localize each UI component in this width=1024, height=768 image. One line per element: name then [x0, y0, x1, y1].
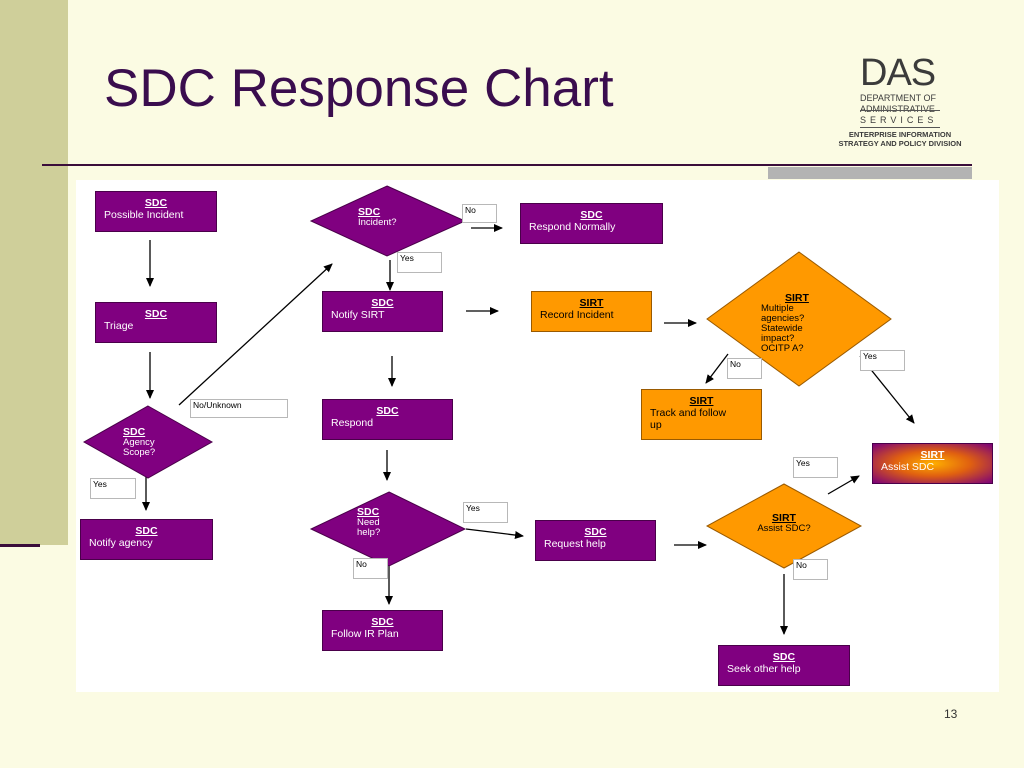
node-request-help-text: Request help — [544, 538, 606, 550]
node-multiple-l3: Statewide — [761, 323, 803, 334]
node-notify-sirt-head: SDC — [371, 297, 394, 309]
node-track-follow-head: SIRT — [689, 395, 714, 407]
flowchart-connectors — [82, 185, 915, 635]
das-logo: DAS DEPARTMENT OF ADMINISTRATIVE SERVICE… — [826, 52, 976, 152]
logo-das: DAS — [860, 52, 936, 94]
node-follow-ir-plan-head: SDC — [371, 616, 394, 628]
node-assist-sdc: SIRT Assist SDC — [872, 443, 993, 484]
logo-division-line1: ENTERPRISE INFORMATION — [848, 130, 952, 139]
diamond-multiple — [706, 251, 892, 387]
node-agency-scope-line1: Agency — [123, 437, 155, 448]
node-respond-text: Respond — [331, 417, 374, 429]
node-need-help-line1: Need — [357, 517, 380, 528]
label-need-help-yes: Yes — [463, 502, 508, 523]
node-notify-agency-head: SDC — [135, 525, 158, 537]
node-respond-head: SDC — [376, 405, 399, 417]
diamond-incident — [309, 185, 467, 257]
node-request-help-head: SDC — [584, 526, 607, 538]
label-incident-no: No — [462, 204, 497, 223]
label-multiple-yes: Yes — [860, 350, 905, 371]
node-record-incident: SIRT Record Incident — [531, 291, 652, 332]
node-seek-other-help: SDC Seek other help — [718, 645, 850, 686]
page-number: 13 — [944, 707, 958, 721]
logo-dept-line2: ADMINISTRATIVE — [860, 104, 935, 114]
node-incident-head: SDC — [358, 206, 381, 218]
arrow-multiple-no — [705, 353, 729, 384]
arrow-assist-yes — [827, 475, 860, 495]
node-track-follow-l2: up — [650, 419, 662, 431]
node-agency-scope-head: SDC — [123, 426, 146, 438]
node-track-follow-l1: Track and follow — [650, 407, 727, 419]
diamond-agency-scope — [82, 405, 214, 479]
node-assist-sdc-head: SIRT — [920, 449, 945, 461]
node-triage-text: Triage — [104, 320, 134, 332]
node-assist-sdc-q-text: SIRT Assist SDC? — [752, 512, 816, 534]
node-need-help-text: SDC Need help? — [357, 506, 380, 538]
node-assist-sdc-text: Assist SDC — [881, 461, 935, 473]
node-follow-ir-plan: SDC Follow IR Plan — [322, 610, 443, 651]
node-possible-incident: SDC Possible Incident — [95, 191, 217, 232]
title-divider — [42, 164, 972, 166]
logo-division-line2: STRATEGY AND POLICY DIVISION — [838, 139, 962, 148]
logo-dept-line1: DEPARTMENT OF — [860, 93, 937, 103]
node-possible-incident-head: SDC — [144, 197, 168, 209]
node-respond-normally-head: SDC — [580, 209, 603, 221]
node-incident-line: Incident? — [358, 217, 397, 228]
arrow-need-help-yes — [465, 528, 524, 539]
left-accent-bar — [0, 0, 68, 545]
logo-rule-2 — [860, 127, 940, 128]
node-seek-other-help-head: SDC — [772, 651, 796, 663]
node-agency-scope-text: SDC Agency Scope? — [123, 426, 155, 458]
node-notify-agency: SDC Notify agency — [80, 519, 213, 560]
node-notify-sirt: SDC Notify SIRT — [322, 291, 443, 332]
label-incident-yes: Yes — [397, 252, 442, 273]
node-multiple-l5: OCITP A? — [761, 343, 804, 354]
node-multiple-l1: Multiple — [761, 303, 794, 314]
node-assist-sdc-q-head: SIRT — [772, 512, 796, 524]
node-seek-other-help-text: Seek other help — [727, 663, 801, 675]
node-follow-ir-plan-text: Follow IR Plan — [331, 628, 399, 640]
arrow-agency-scope-no-unknown — [178, 263, 333, 406]
logo-services: SERVICES — [860, 115, 938, 125]
left-accent-line — [0, 544, 40, 547]
node-multiple-l4: impact? — [761, 333, 795, 344]
node-multiple-text: SIRT Multiple agencies? Statewide impact… — [761, 292, 809, 354]
node-need-help-line2: help? — [357, 527, 381, 538]
logo-rule — [860, 110, 940, 111]
label-assist-no: No — [793, 559, 828, 580]
node-multiple-head: SIRT — [785, 292, 809, 304]
node-multiple-l2: agencies? — [761, 313, 805, 324]
node-respond-normally: SDC Respond Normally — [520, 203, 663, 244]
node-incident-text: SDC Incident? — [358, 206, 397, 228]
node-notify-sirt-text: Notify SIRT — [331, 309, 385, 321]
logo-division: ENTERPRISE INFORMATION STRATEGY AND POLI… — [826, 130, 974, 148]
node-need-help-head: SDC — [357, 506, 380, 518]
diamond-need-help — [309, 491, 467, 567]
node-respond-normally-text: Respond Normally — [529, 221, 616, 233]
node-triage: SDC Triage — [95, 302, 217, 343]
label-need-help-no: No — [353, 558, 388, 579]
node-respond: SDC Respond — [322, 399, 453, 440]
node-assist-sdc-q-line: Assist SDC? — [757, 523, 811, 534]
logo-department: DEPARTMENT OF ADMINISTRATIVE — [860, 93, 936, 115]
title-divider-accent — [768, 167, 972, 179]
node-request-help: SDC Request help — [535, 520, 656, 561]
node-notify-agency-text: Notify agency — [89, 537, 153, 549]
label-agency-yes: Yes — [90, 478, 136, 499]
label-multiple-no: No — [727, 358, 762, 379]
slide-title: SDC Response Chart — [104, 59, 614, 118]
flowchart-canvas: SDC Possible Incident SDC Triage SDC Age… — [76, 180, 999, 692]
node-agency-scope-line2: Scope? — [123, 447, 156, 458]
node-possible-incident-text: Possible Incident — [104, 209, 184, 221]
node-track-follow: SIRT Track and follow up — [641, 389, 762, 440]
label-no-unknown: No/Unknown — [190, 399, 288, 418]
node-triage-head: SDC — [144, 308, 168, 320]
diamond-assist-sdc — [705, 483, 863, 569]
node-record-incident-text: Record Incident — [540, 309, 614, 321]
label-assist-yes: Yes — [793, 457, 838, 478]
node-record-incident-head: SIRT — [579, 297, 604, 309]
